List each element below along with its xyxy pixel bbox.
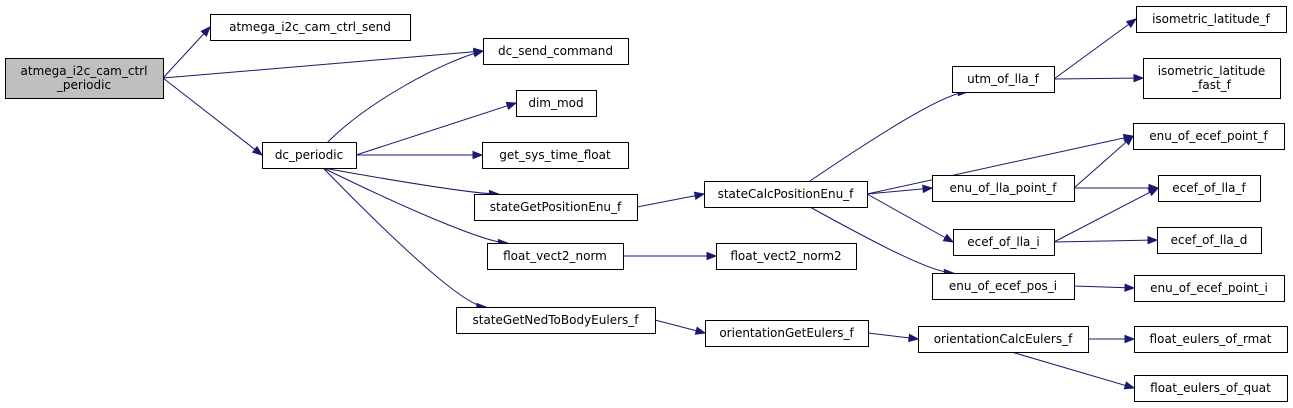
edge-enulla-to-ecefllaf xyxy=(1074,183,1160,193)
node-label: float_vect2_norm2 xyxy=(730,249,841,263)
edge-dcper-to-gst xyxy=(356,150,484,160)
node-scpe[interactable]: stateCalcPositionEnu_f xyxy=(704,181,868,208)
node-dcper[interactable]: dc_periodic xyxy=(262,142,357,169)
edge-dcper-to-dcsend xyxy=(327,49,485,143)
node-label: enu_of_lla_point_f xyxy=(949,181,1057,195)
node-sgpe[interactable]: stateGetPositionEnu_f xyxy=(474,194,638,221)
edge-enupos-to-enuecefpti xyxy=(1073,283,1136,292)
node-label: enu_of_ecef_point_i xyxy=(1150,281,1268,295)
edge-scpe-to-utm xyxy=(809,87,969,182)
node-label: stateGetPositionEnu_f xyxy=(490,200,622,214)
node-enuecefpt[interactable]: enu_of_ecef_point_f xyxy=(1133,123,1285,150)
node-fv2n2[interactable]: float_vect2_norm2 xyxy=(716,243,857,270)
node-dimmod[interactable]: dim_mod xyxy=(516,90,597,117)
node-ecefllad[interactable]: ecef_of_lla_d xyxy=(1157,227,1262,254)
edge-sgpe-to-scpe xyxy=(636,191,706,208)
node-send[interactable]: atmega_i2c_cam_ctrl_send xyxy=(210,14,411,41)
edge-scpe-to-enulla xyxy=(866,184,934,195)
node-label: dc_send_command xyxy=(498,44,613,58)
node-label: stateGetNedToBodyEulers_f xyxy=(472,313,639,327)
node-label: dim_mod xyxy=(528,96,583,110)
node-dcsend[interactable]: dc_send_command xyxy=(483,38,629,65)
node-label: enu_of_ecef_pos_i xyxy=(949,279,1057,293)
edge-root-to-dcsend xyxy=(162,47,485,79)
edge-utm-to-isolat xyxy=(1053,18,1138,80)
node-label: enu_of_ecef_point_f xyxy=(1149,129,1268,143)
node-enulla[interactable]: enu_of_lla_point_f xyxy=(932,175,1075,202)
node-oge[interactable]: orientationGetEulers_f xyxy=(705,320,869,347)
edge-dcper-to-dimmod xyxy=(355,101,518,156)
node-enuecefpti[interactable]: enu_of_ecef_point_i xyxy=(1134,275,1285,302)
node-gst[interactable]: get_sys_time_float xyxy=(482,142,629,169)
node-fequat[interactable]: float_eulers_of_quat xyxy=(1134,375,1288,402)
edge-fv2n-to-fv2n2 xyxy=(623,251,718,261)
node-label: isometric_latitude xyxy=(1158,64,1266,78)
node-fermat[interactable]: float_eulers_of_rmat xyxy=(1134,326,1288,353)
edge-root-to-dcper xyxy=(162,77,264,156)
node-oce[interactable]: orientationCalcEulers_f xyxy=(918,326,1089,353)
node-root[interactable]: atmega_i2c_cam_ctrl_periodic xyxy=(5,58,164,99)
node-isolat[interactable]: isometric_latitude_f xyxy=(1136,6,1287,33)
edge-enulla-to-enuecefpt xyxy=(1073,135,1135,189)
node-label: orientationGetEulers_f xyxy=(719,326,854,340)
node-label: atmega_i2c_cam_ctrl xyxy=(21,64,148,78)
node-label: utm_of_lla_f xyxy=(967,72,1040,86)
node-label: _periodic xyxy=(56,78,111,92)
edge-root-to-send xyxy=(162,25,211,79)
node-enupos[interactable]: enu_of_ecef_pos_i xyxy=(932,273,1075,300)
node-label: orientationCalcEulers_f xyxy=(934,332,1073,346)
edge-utm-to-isolatfast xyxy=(1053,73,1145,83)
node-label: get_sys_time_float xyxy=(499,148,611,162)
node-label: float_eulers_of_quat xyxy=(1150,381,1271,395)
node-ecefllaf[interactable]: ecef_of_lla_f xyxy=(1158,175,1261,202)
node-fv2n[interactable]: float_vect2_norm xyxy=(487,243,624,270)
edge-dcper-to-sgne xyxy=(322,167,488,312)
node-label: ecef_of_lla_f xyxy=(1172,181,1246,195)
edge-oce-to-fequat xyxy=(1011,351,1136,390)
edge-eceflli-to-ecefllad xyxy=(1053,235,1159,245)
node-eceflli[interactable]: ecef_of_lla_i xyxy=(953,229,1055,256)
node-label: float_vect2_norm xyxy=(503,249,607,263)
node-sgne[interactable]: stateGetNedToBodyEulers_f xyxy=(456,307,656,334)
node-label: dc_periodic xyxy=(275,148,343,162)
node-label: ecef_of_lla_d xyxy=(1171,233,1248,247)
node-label: ecef_of_lla_i xyxy=(967,235,1040,249)
node-label: _fast_f xyxy=(1191,78,1232,92)
node-label: float_eulers_of_rmat xyxy=(1150,332,1272,346)
edge-oce-to-fermat xyxy=(1088,334,1136,344)
edge-oge-to-oce xyxy=(867,332,920,343)
edge-eceflli-to-ecefllaf xyxy=(1053,187,1160,243)
node-label: atmega_i2c_cam_ctrl_send xyxy=(229,20,391,34)
edge-dcper-to-sgpe xyxy=(323,167,500,199)
edge-sgne-to-oge xyxy=(654,319,707,335)
node-label: stateCalcPositionEnu_f xyxy=(718,187,855,201)
node-label: isometric_latitude_f xyxy=(1152,12,1271,26)
node-utm[interactable]: utm_of_lla_f xyxy=(952,66,1055,93)
edge-scpe-to-eceflli xyxy=(866,193,955,243)
node-isolatfast[interactable]: isometric_latitude_fast_f xyxy=(1143,58,1281,99)
